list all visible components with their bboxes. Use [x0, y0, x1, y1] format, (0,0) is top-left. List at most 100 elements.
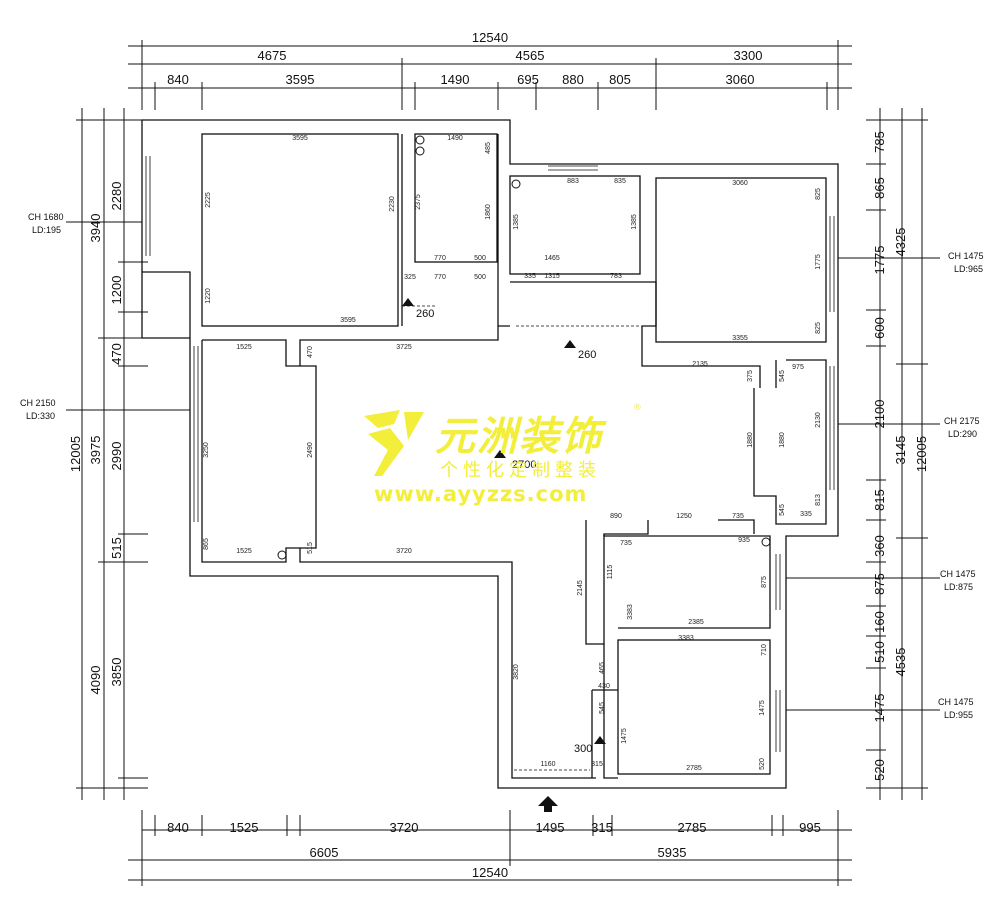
room-dim: 3595	[292, 135, 308, 142]
dim-left-mid: 3940	[88, 214, 103, 243]
dim-top-detail: 3595	[286, 72, 315, 87]
room-dim: 325	[404, 274, 416, 281]
window-note-ld: LD:290	[948, 429, 977, 439]
room-dim: 1385	[513, 214, 520, 230]
dim-top-mid: 3300	[734, 48, 763, 63]
room-dim: 735	[732, 513, 744, 520]
dim-bottom-mid: 6605	[310, 845, 339, 860]
dim-top-mid: 4565	[516, 48, 545, 63]
room-dim: 1860	[485, 204, 492, 220]
dim-right-detail: 865	[872, 177, 887, 199]
dim-bottom-detail: 1525	[230, 820, 259, 835]
dim-right-detail: 1775	[872, 246, 887, 275]
room-dim: 1220	[205, 288, 212, 304]
room-dim: 1475	[759, 700, 766, 716]
dim-bottom-detail: 840	[167, 820, 189, 835]
dim-left-mid: 3975	[88, 436, 103, 465]
room-dim: 2225	[205, 192, 212, 208]
dim-left-detail: 2280	[109, 182, 124, 211]
room-dim: 3250	[203, 442, 210, 458]
dim-left-detail: 515	[109, 537, 124, 559]
dim-right-detail: 1475	[872, 694, 887, 723]
room-dim: 1775	[815, 254, 822, 270]
dim-right-mid: 4325	[893, 228, 908, 257]
room-dim: 465	[599, 662, 606, 674]
room-dim: 1490	[447, 135, 463, 142]
dim-bottom-detail: 995	[799, 820, 821, 835]
room-dim: 975	[792, 364, 804, 371]
dim-top-detail: 805	[609, 72, 631, 87]
height-label: 300	[574, 743, 592, 755]
watermark-url: www.ayyzzs.com	[374, 482, 588, 506]
dim-right-detail: 875	[872, 573, 887, 595]
room-dim: 485	[485, 142, 492, 154]
room-dim: 335	[800, 511, 812, 518]
dim-bottom-detail: 2785	[678, 820, 707, 835]
window-note-ch: CH 1475	[940, 569, 976, 579]
room-dim: 1525	[236, 344, 252, 351]
room-dim: 1475	[621, 728, 628, 744]
room-dim: 2375	[415, 194, 422, 210]
room-dim: 735	[620, 540, 632, 547]
dim-top-detail: 840	[167, 72, 189, 87]
room-dim: 3820	[513, 664, 520, 680]
dim-left-detail: 3850	[109, 658, 124, 687]
dim-right-detail: 360	[872, 535, 887, 557]
room-dim: 2230	[389, 196, 396, 212]
room-dim: 520	[759, 758, 766, 770]
room-dim: 3355	[732, 335, 748, 342]
room-dim: 3383	[678, 635, 694, 642]
dim-right-detail: 785	[872, 131, 887, 153]
watermark: 元洲装饰 ® 个性化定制整装 www.ayyzzs.com	[360, 400, 650, 510]
window-note-ch: CH 2175	[944, 416, 980, 426]
dim-right-outer: 12005	[914, 436, 929, 472]
room-dim: 2490	[307, 442, 314, 458]
dim-top-detail: 695	[517, 72, 539, 87]
window-note-ch: CH 1475	[948, 251, 984, 261]
room-dim: 835	[614, 178, 626, 185]
room-dim: 3720	[396, 548, 412, 555]
room-dim: 770	[434, 255, 446, 262]
room-dim: 825	[815, 322, 822, 334]
room-dim: 545	[599, 702, 606, 714]
room-dim: 2145	[577, 580, 584, 596]
room-dim: 545	[779, 504, 786, 516]
room-dim: 545	[779, 370, 786, 382]
room-dim: 1115	[607, 565, 614, 580]
window-note-ld: LD:965	[954, 264, 983, 274]
room-dim: 1250	[676, 513, 692, 520]
dim-left-mid: 4090	[88, 666, 103, 695]
room-dim: 2385	[688, 619, 704, 626]
watermark-subtitle: 个性化定制整装	[440, 460, 601, 481]
dim-right-mid: 3145	[893, 436, 908, 465]
dim-left-detail: 470	[109, 343, 124, 365]
window-note-ch: CH 2150	[20, 398, 56, 408]
window-note-ld: LD:195	[32, 225, 61, 235]
brand-logo-icon	[364, 410, 424, 476]
watermark-reg: ®	[634, 402, 641, 412]
room-dim: 1880	[779, 432, 786, 448]
room-dim: 3060	[732, 180, 748, 187]
dim-right-mid: 4535	[893, 648, 908, 677]
room-dim: 825	[815, 188, 822, 200]
window-note-ld: LD:330	[26, 411, 55, 421]
dim-top-detail: 880	[562, 72, 584, 87]
room-dim: 2130	[815, 412, 822, 428]
room-dim: 470	[307, 346, 314, 358]
room-dim: 1525	[236, 548, 252, 555]
room-dim: 1880	[747, 432, 754, 448]
room-dim: 3595	[340, 317, 356, 324]
window-note-ld: LD:955	[944, 710, 973, 720]
room-dim: 315	[591, 761, 603, 768]
height-label: 2700	[512, 459, 536, 471]
room-dim: 1465	[544, 255, 560, 262]
room-dim: 813	[815, 494, 822, 506]
room-dim: 883	[567, 178, 579, 185]
room-dim: 500	[474, 274, 486, 281]
room-dim: 1315	[544, 273, 560, 280]
watermark-title: 元洲装饰	[435, 414, 603, 460]
dim-left-outer: 12005	[68, 436, 83, 472]
room-dim: 3383	[627, 604, 634, 620]
dim-right-detail: 510	[872, 641, 887, 663]
